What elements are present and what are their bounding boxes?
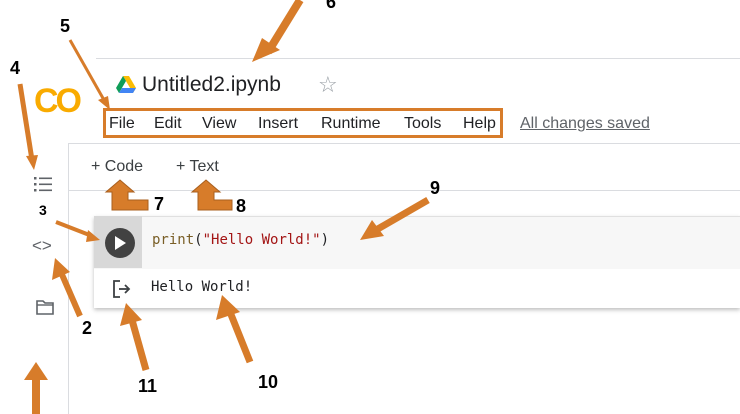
- annotation-number: 11: [138, 376, 158, 396]
- arrow-9: [374, 196, 430, 234]
- save-status-link[interactable]: All changes saved: [520, 115, 650, 132]
- code-snippets-icon[interactable]: <>: [32, 236, 52, 255]
- arrow-6-head: [252, 38, 280, 62]
- cell-output: Hello World!: [151, 279, 253, 295]
- table-of-contents-icon[interactable]: [34, 176, 52, 192]
- arrow-3: [55, 220, 93, 238]
- annotation-number: 4: [10, 58, 21, 78]
- add-code-button[interactable]: + Code: [91, 158, 144, 175]
- arrow-2-head: [52, 258, 70, 280]
- arrow-4-head: [26, 155, 38, 170]
- annotation-number: 7: [154, 194, 165, 214]
- code-cell-editor[interactable]: [94, 216, 740, 269]
- arrow-7: [104, 179, 149, 211]
- arrow-6: [264, 0, 304, 55]
- colab-logo: CO: [34, 82, 82, 120]
- arrow-11-head: [120, 303, 142, 326]
- annotation-number: 6: [326, 0, 337, 12]
- menu-runtime[interactable]: Runtime: [321, 115, 381, 132]
- google-drive-icon: [116, 76, 136, 93]
- star-icon[interactable]: ☆: [318, 72, 338, 97]
- arrow-10-head: [216, 295, 240, 320]
- annotation-number: 2: [82, 318, 93, 338]
- arrow-1-head: [24, 362, 48, 380]
- menu-file[interactable]: File: [109, 115, 135, 132]
- code-line: print("Hello World!"): [152, 232, 330, 248]
- run-cell-button[interactable]: [105, 228, 135, 258]
- annotation-number: 10: [258, 372, 279, 392]
- arrow-8: [190, 179, 233, 211]
- annotation-number: 5: [60, 16, 71, 36]
- arrow-9-head: [360, 220, 384, 240]
- menu-tools[interactable]: Tools: [404, 115, 442, 132]
- arrow-5-head: [98, 96, 110, 110]
- arrow-5: [68, 39, 106, 101]
- annotation-number: 8: [236, 196, 247, 216]
- annotation-number: 9: [430, 178, 441, 198]
- menu-help[interactable]: Help: [463, 115, 496, 132]
- arrow-11: [128, 319, 150, 371]
- menu-insert[interactable]: Insert: [258, 115, 299, 132]
- arrow-3-head: [86, 230, 100, 242]
- annotation-number: 3: [39, 202, 47, 218]
- menu-edit[interactable]: Edit: [154, 115, 182, 132]
- add-text-button[interactable]: + Text: [176, 158, 219, 175]
- folder-icon[interactable]: [36, 300, 54, 315]
- clear-output-icon[interactable]: [111, 279, 131, 299]
- menu-highlight-box: [103, 108, 503, 138]
- arrow-4: [17, 83, 35, 161]
- play-icon: [115, 236, 126, 250]
- notebook-title[interactable]: Untitled2.ipynb: [142, 73, 281, 96]
- menu-view[interactable]: View: [202, 115, 237, 132]
- arrow-10: [226, 310, 254, 364]
- arrow-2: [57, 268, 83, 318]
